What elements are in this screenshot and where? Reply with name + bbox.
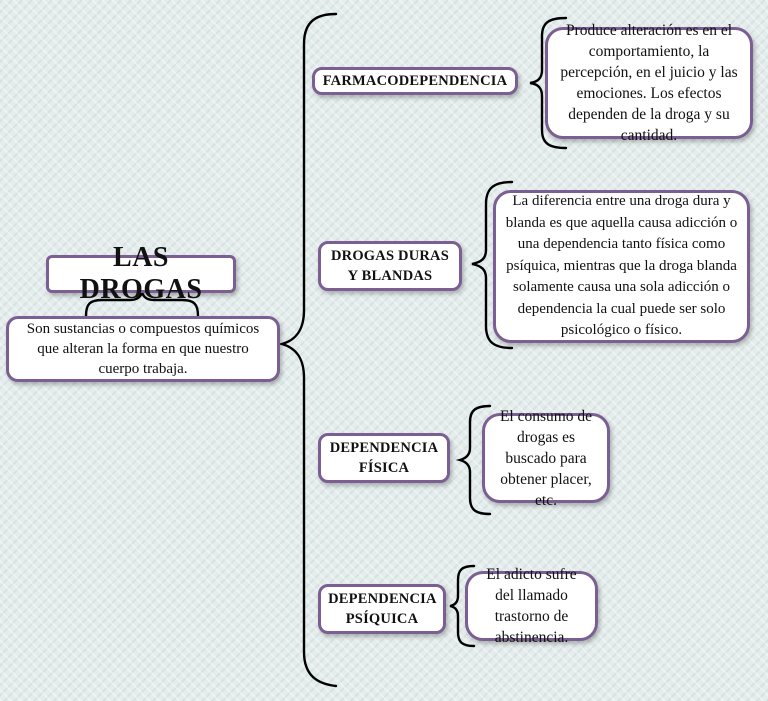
description-farmacodependencia: Produce alteración es en el comportamien… (545, 22, 753, 144)
heading-drogas-duras-y-blandas: DROGAS DURAS Y BLANDAS (318, 241, 462, 291)
heading-dependencia-psiquica: DEPENDENCIA PSÍQUICA (318, 584, 446, 634)
heading-dependencia-fisica: DEPENDENCIA FÍSICA (318, 433, 450, 483)
brace-drogas-duras (471, 180, 514, 350)
brace-farmacodependencia (529, 16, 568, 150)
description-dependencia-fisica: El consumo de drogas es buscado para obt… (482, 408, 610, 509)
main-brace (277, 12, 338, 688)
brace-dependencia-fisica (455, 404, 492, 516)
brace-dependencia-psiquica (449, 564, 476, 648)
root-title: LAS DROGAS (46, 242, 236, 305)
heading-farmacodependencia: FARMACODEPENDENCIA (312, 67, 518, 95)
description-drogas-duras-y-blandas: La diferencia entre una droga dura y bla… (493, 190, 750, 343)
description-dependencia-psiquica: El adicto sufre del llamado trastorno de… (465, 566, 598, 646)
root-definition: Son sustancias o compuestos químicos que… (6, 316, 280, 382)
